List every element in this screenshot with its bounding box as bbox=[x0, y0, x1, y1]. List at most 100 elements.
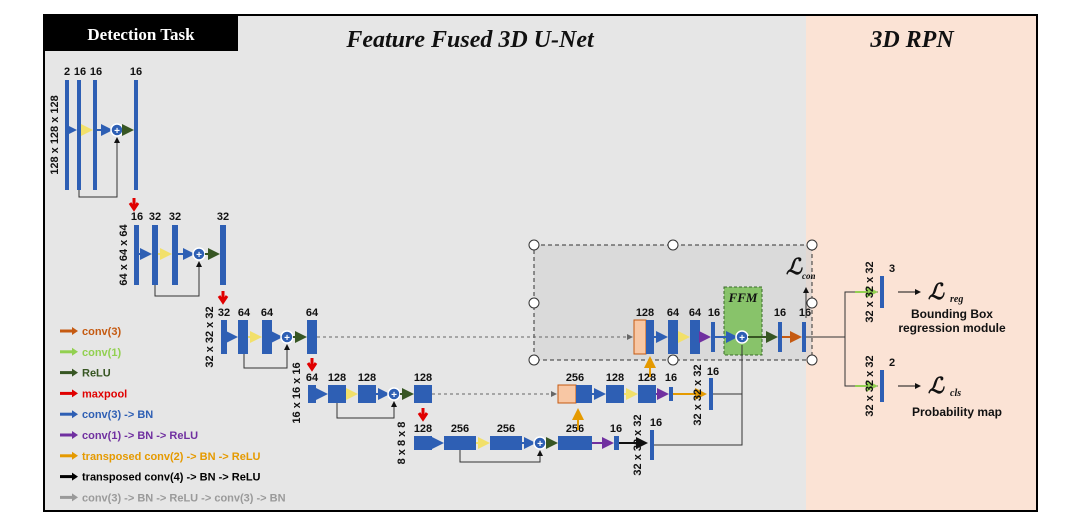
dim-32: 32 x 32 x 32 bbox=[204, 306, 216, 367]
dec16-blocks bbox=[576, 385, 673, 403]
legend-label: ReLU bbox=[82, 368, 111, 380]
svg-text:+: + bbox=[739, 333, 745, 344]
ffm-region-handles bbox=[528, 239, 818, 366]
legend-item: ReLU bbox=[60, 368, 111, 380]
dim-64: 64 x 64 x 64 bbox=[118, 224, 130, 286]
l5-ch-0: 128 bbox=[414, 423, 432, 435]
svg-text:+: + bbox=[114, 126, 120, 137]
rpn-title: 3D RPN bbox=[869, 27, 955, 53]
level-3-blocks bbox=[221, 320, 317, 354]
l1-ch-1: 16 bbox=[74, 66, 86, 78]
legend: conv(3) conv(1) ReLU maxpool conv(3) -> BN co… bbox=[60, 326, 286, 504]
legend-arrow-head bbox=[72, 472, 78, 481]
dec32-ch-4: 16 bbox=[774, 307, 786, 319]
legend-label: conv(1) bbox=[82, 347, 121, 359]
dec32-ch-0: 128 bbox=[636, 307, 654, 319]
dec16-ch-1: 128 bbox=[606, 372, 624, 384]
loss-con-sub: con bbox=[802, 271, 816, 281]
legend-label: transposed conv(4) -> BN -> ReLU bbox=[82, 472, 261, 484]
dim-16: 16 x 16 x 16 bbox=[291, 362, 303, 423]
outer-frame bbox=[43, 14, 1038, 512]
l3-ch-2: 64 bbox=[261, 307, 274, 319]
dim-32-out-l4: 32 x 32 x 32 bbox=[692, 364, 704, 425]
dec32-blocks bbox=[646, 320, 806, 354]
legend-item: conv(1) -> BN -> ReLU bbox=[60, 430, 198, 442]
legend-arrow-head bbox=[72, 410, 78, 419]
loss-cls-sub: cls bbox=[950, 388, 961, 399]
l2-ch-0: 16 bbox=[131, 211, 143, 223]
dec16-concat bbox=[557, 384, 577, 404]
legend-label: maxpool bbox=[82, 388, 127, 400]
l3-ch-3: 64 bbox=[306, 307, 319, 319]
l2-ch-3: 32 bbox=[217, 211, 229, 223]
legend-item: conv(1) bbox=[60, 347, 121, 359]
svg-text:16: 16 bbox=[650, 417, 662, 429]
ffm-label: FFM bbox=[728, 290, 758, 305]
legend-item: conv(3) -> BN -> ReLU -> conv(3) -> BN bbox=[60, 492, 286, 504]
reg-channels: 3 bbox=[889, 263, 895, 275]
l4-ch-2: 128 bbox=[358, 372, 376, 384]
cls-channels: 2 bbox=[889, 357, 895, 369]
l3-ch-0: 32 bbox=[218, 307, 230, 319]
dec16-ch-3: 16 bbox=[665, 372, 677, 384]
cls-label: Probability map bbox=[912, 405, 1002, 419]
l1-ch-0: 2 bbox=[64, 66, 70, 78]
l4-ch-0: 64 bbox=[306, 372, 319, 384]
dec32-concat bbox=[633, 319, 647, 355]
dec32-ch-2: 64 bbox=[689, 307, 702, 319]
legend-label: conv(3) bbox=[82, 326, 121, 338]
level-2-blocks bbox=[134, 225, 226, 285]
legend-item: conv(3) bbox=[60, 326, 121, 338]
l1-ch-2: 16 bbox=[90, 66, 102, 78]
legend-label: conv(1) -> BN -> ReLU bbox=[82, 430, 198, 442]
level-4-blocks bbox=[308, 385, 432, 403]
legend-label: conv(3) -> BN bbox=[82, 409, 153, 421]
dec16-ch-0: 256 bbox=[566, 372, 584, 384]
l5-ch-3: 256 bbox=[566, 423, 584, 435]
legend-label: transposed conv(2) -> BN -> ReLU bbox=[82, 451, 261, 463]
legend-item: conv(3) -> BN bbox=[60, 409, 153, 421]
legend-item: maxpool bbox=[60, 388, 127, 400]
loss-con-l: ℒ bbox=[786, 254, 803, 279]
loss-cls-l: ℒ bbox=[928, 373, 945, 398]
cls-output-block bbox=[880, 370, 884, 402]
legend-arrow-head bbox=[72, 389, 78, 398]
reg-label-1: Bounding Box bbox=[911, 307, 993, 321]
loss-reg-l: ℒ bbox=[928, 279, 945, 304]
legend-arrow-head bbox=[72, 368, 78, 377]
svg-text:+: + bbox=[391, 390, 397, 401]
dim-32-cls: 32 x 32 x 32 bbox=[864, 355, 876, 416]
legend-arrow-head bbox=[72, 431, 78, 439]
dim-8: 8 x 8 x 8 bbox=[396, 422, 408, 465]
dim-32-out-l5: 32 x 32 x 32 bbox=[632, 414, 644, 475]
svg-text:+: + bbox=[196, 250, 202, 261]
l5-ch-4: 16 bbox=[610, 423, 622, 435]
l3-ch-1: 64 bbox=[238, 307, 251, 319]
dim-32-reg: 32 x 32 x 32 bbox=[864, 261, 876, 322]
l5-ch-1: 256 bbox=[451, 423, 469, 435]
legend-item: transposed conv(4) -> BN -> ReLU bbox=[60, 472, 261, 484]
unet-title: Feature Fused 3D U-Net bbox=[345, 27, 595, 53]
dec32-ch-5: 16 bbox=[799, 307, 811, 319]
legend-label: conv(3) -> BN -> ReLU -> conv(3) -> BN bbox=[82, 492, 286, 504]
reg-output-block bbox=[880, 276, 884, 308]
legend-arrow-head bbox=[72, 493, 78, 502]
legend-item: transposed conv(2) -> BN -> ReLU bbox=[60, 451, 261, 463]
l1-ch-3: 16 bbox=[130, 66, 142, 78]
l2-ch-1: 32 bbox=[149, 211, 161, 223]
dec16-ch-2: 128 bbox=[638, 372, 656, 384]
legend-arrow-head bbox=[72, 327, 78, 335]
l4-ch-1: 128 bbox=[328, 372, 346, 384]
l2-ch-2: 32 bbox=[169, 211, 181, 223]
dec32-ch-1: 64 bbox=[667, 307, 680, 319]
dim-128: 128 x 128 x 128 bbox=[49, 95, 61, 175]
task-label: Detection Task bbox=[87, 25, 195, 44]
svg-text:16: 16 bbox=[707, 366, 719, 378]
level-5-blocks bbox=[414, 436, 619, 450]
l5-ch-2: 256 bbox=[497, 423, 515, 435]
reg-label-2: regression module bbox=[898, 321, 1006, 335]
svg-text:+: + bbox=[537, 439, 543, 450]
rpn-panel bbox=[806, 15, 1037, 511]
